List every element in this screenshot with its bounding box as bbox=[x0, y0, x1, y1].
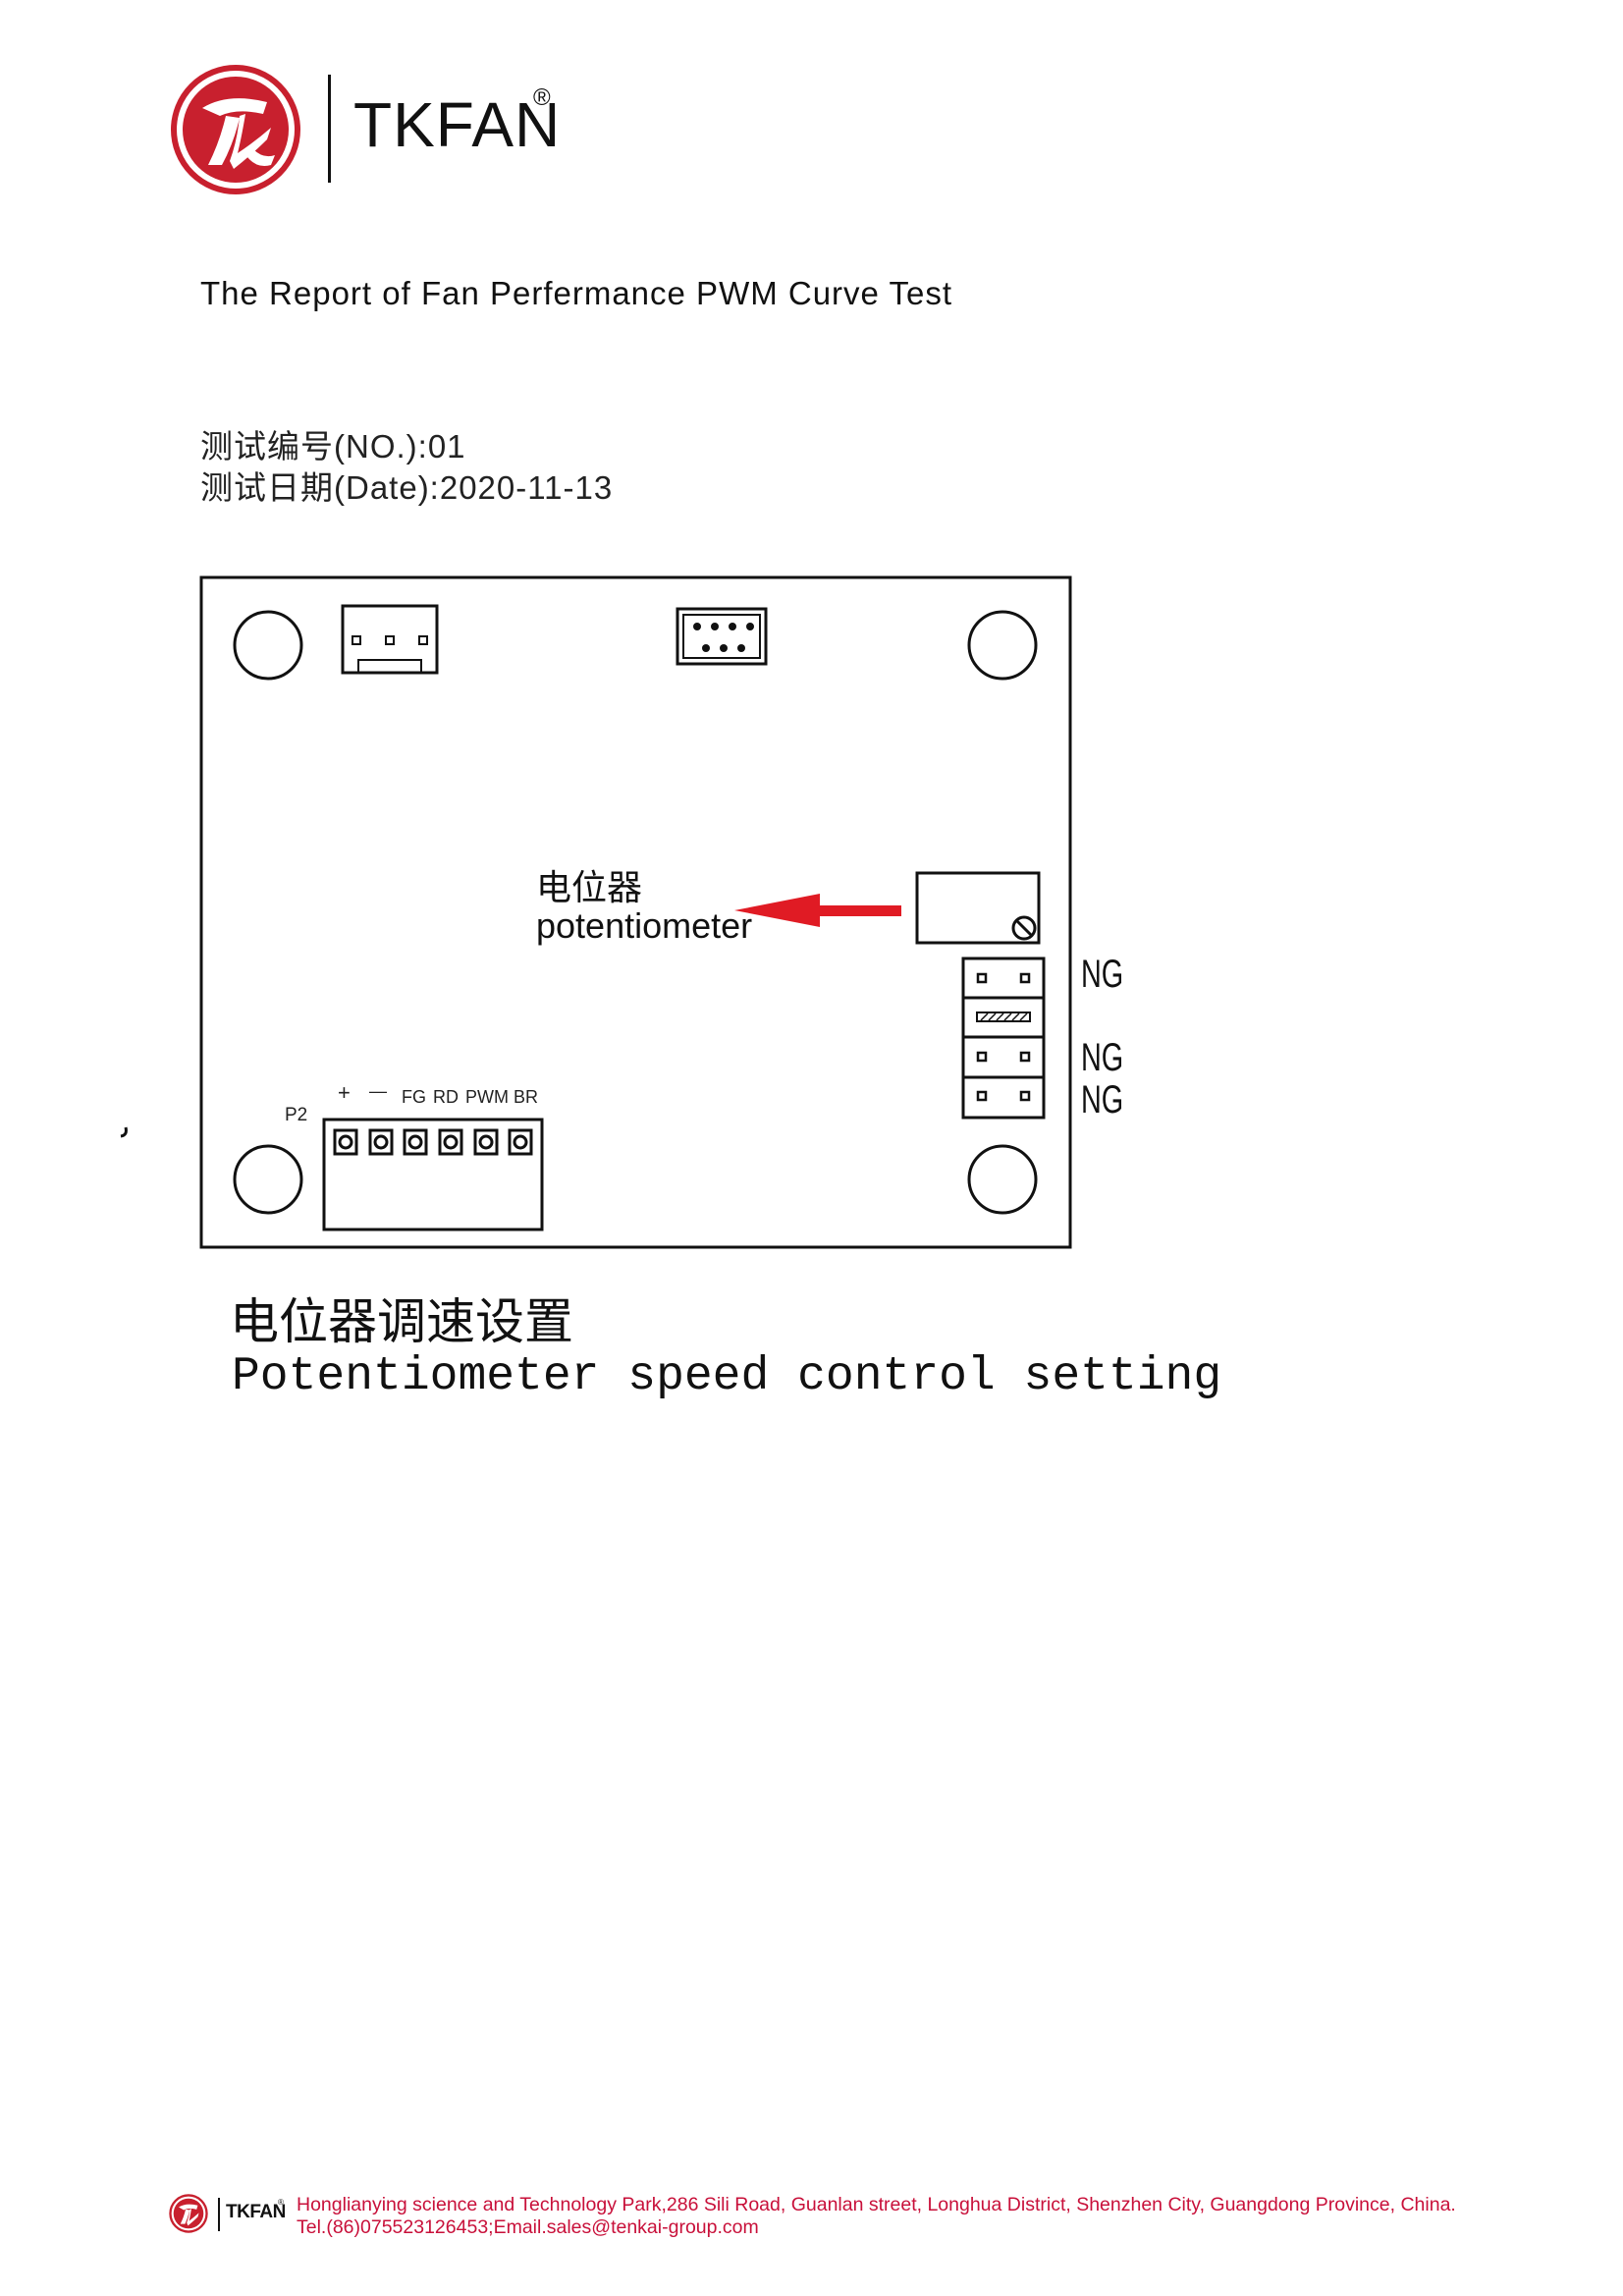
arrow-to-potentiometer bbox=[734, 894, 901, 927]
pin-label-br: BR bbox=[514, 1087, 539, 1107]
pin-label-minus: — bbox=[369, 1081, 387, 1101]
footer-address: Honglianying science and Technology Park… bbox=[297, 2194, 1456, 2215]
footer-divider bbox=[218, 2198, 220, 2231]
potentiometer-label-cn: 电位器 bbox=[536, 868, 643, 908]
brand-name: TKFAN bbox=[353, 89, 562, 160]
stray-ink-mark bbox=[120, 1126, 128, 1138]
test-number: 测试编号(NO.):01 bbox=[200, 428, 466, 465]
caption-cn: 电位器调速设置 bbox=[230, 1293, 573, 1350]
footer-logo-icon bbox=[169, 2194, 208, 2233]
potentiometer-label-en: potentiometer bbox=[536, 905, 753, 946]
caption-en: Potentiometer speed control setting bbox=[232, 1350, 1222, 1403]
pin-label-pwm: PWM bbox=[465, 1087, 509, 1107]
footer-contact: Tel.(86)075523126453;Email.sales@tenkai-… bbox=[297, 2216, 759, 2238]
potentiometer-component bbox=[915, 871, 1041, 945]
connector-label-p2: P2 bbox=[285, 1105, 308, 1125]
jumper-mark-3: NG bbox=[1081, 1078, 1124, 1121]
pin-label-plus: + bbox=[338, 1080, 351, 1105]
four-pin-header bbox=[676, 607, 768, 666]
pin-label-fg: FG bbox=[402, 1087, 426, 1107]
report-title: The Report of Fan Perfermance PWM Curve … bbox=[200, 275, 952, 311]
mount-hole-top-right bbox=[967, 610, 1038, 681]
jumper-mark-1: NG bbox=[1081, 953, 1124, 996]
test-date: 测试日期(Date):2020-11-13 bbox=[200, 469, 614, 506]
footer-registered-mark: ® bbox=[278, 2198, 284, 2207]
mount-hole-top-left bbox=[233, 610, 303, 681]
mount-hole-bottom-left bbox=[233, 1144, 303, 1215]
jumper-mark-2: NG bbox=[1081, 1036, 1124, 1079]
jumper-block bbox=[961, 957, 1046, 1120]
registered-mark: ® bbox=[533, 84, 551, 111]
pin-label-rd: RD bbox=[433, 1087, 459, 1107]
p2-connector bbox=[322, 1118, 544, 1231]
three-pin-connector bbox=[341, 604, 439, 675]
board-outline bbox=[199, 575, 1072, 1249]
mount-hole-bottom-right bbox=[967, 1144, 1038, 1215]
header-divider bbox=[328, 75, 331, 183]
footer-brand: TKFAN bbox=[226, 2202, 286, 2222]
tkfan-logo-icon bbox=[171, 65, 300, 194]
